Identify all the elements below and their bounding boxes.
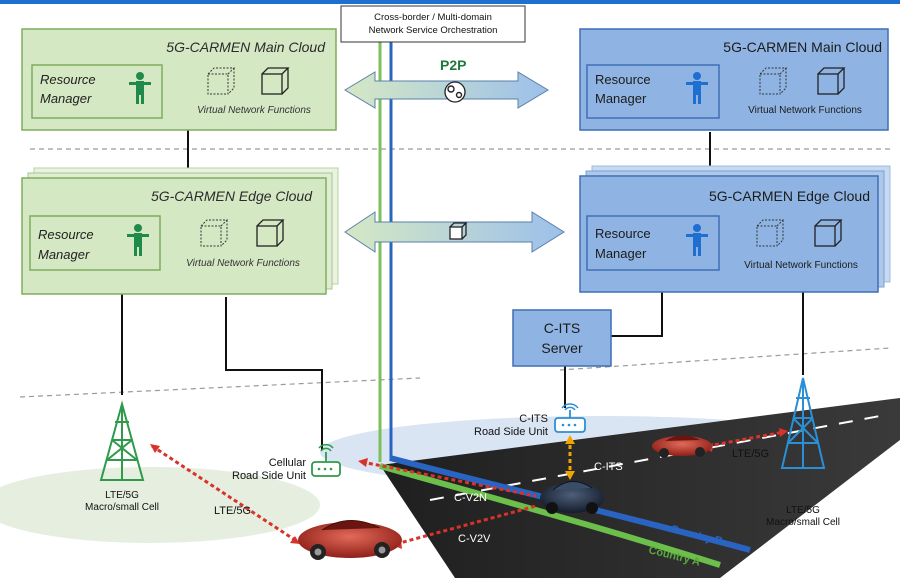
road bbox=[380, 398, 900, 578]
p2p-label: P2P bbox=[440, 57, 466, 73]
left-edge-title: 5G-CARMEN Edge Cloud bbox=[151, 188, 313, 204]
gears-icon bbox=[444, 81, 466, 103]
orchestration-box[interactable]: Cross-border / Multi-domain Network Serv… bbox=[340, 5, 526, 43]
vnf-dashed-cube-icon bbox=[200, 219, 229, 247]
cits-rsu-line1: C-ITS bbox=[519, 413, 548, 425]
rm-label-line1: Resource bbox=[595, 226, 651, 241]
vnf-cube-icon bbox=[814, 219, 843, 247]
left-cell-area bbox=[0, 467, 320, 543]
manager-person-icon bbox=[129, 72, 151, 104]
link-arrows bbox=[151, 430, 785, 546]
left-cell-tower-icon bbox=[99, 400, 145, 481]
orchestration-line2: Network Service Orchestration bbox=[369, 25, 498, 36]
right-main-vnf-label: Virtual Network Functions bbox=[748, 105, 862, 116]
rm-label-line2: Manager bbox=[595, 91, 647, 106]
arrow-heads bbox=[150, 428, 788, 549]
c-v2n-label: C-V2N bbox=[454, 492, 487, 504]
right-tower-line1: LTE/5G bbox=[786, 505, 820, 516]
cits-rsu-line2: Road Side Unit bbox=[474, 426, 548, 438]
left-edge-resource-manager[interactable]: Resource Manager bbox=[29, 215, 161, 271]
vnf-cube-icon bbox=[256, 219, 285, 247]
rm-label-line2: Manager bbox=[595, 246, 647, 261]
p2p-arrow-top bbox=[344, 71, 549, 109]
rm-label-line2: Manager bbox=[38, 247, 90, 262]
vnf-dashed-cube-icon bbox=[756, 219, 785, 247]
cellular-rsu-line2: Road Side Unit bbox=[232, 470, 306, 482]
left-main-vnf-label: Virtual Network Functions bbox=[197, 105, 311, 116]
manager-person-icon bbox=[127, 224, 149, 256]
rm-label-line1: Resource bbox=[595, 72, 651, 87]
right-edge-resource-manager[interactable]: Resource Manager bbox=[586, 215, 720, 271]
left-main-cloud[interactable]: 5G-CARMEN Main Cloud Resource Manager bbox=[21, 28, 337, 131]
right-main-resource-manager[interactable]: Resource Manager bbox=[586, 64, 720, 119]
cits-link-label: C-ITS bbox=[594, 461, 623, 473]
cits-server[interactable]: C-ITS Server bbox=[512, 309, 612, 367]
cellular-rsu-icon bbox=[311, 443, 341, 477]
manager-person-icon bbox=[686, 72, 708, 104]
red-car-left-icon bbox=[298, 519, 402, 560]
rm-label-line1: Resource bbox=[40, 72, 96, 87]
right-main-title: 5G-CARMEN Main Cloud bbox=[723, 39, 882, 55]
separator-bottom bbox=[19, 347, 891, 398]
vnf-dashed-cube-icon bbox=[207, 67, 236, 95]
left-main-title: 5G-CARMEN Main Cloud bbox=[166, 39, 326, 55]
vnf-dashed-cube-icon bbox=[759, 67, 788, 95]
cits-server-line2: Server bbox=[541, 340, 583, 356]
orange-arrow-heads bbox=[565, 435, 575, 480]
red-car-right-icon bbox=[652, 435, 712, 458]
right-edge-title: 5G-CARMEN Edge Cloud bbox=[709, 188, 870, 204]
blue-car-icon bbox=[540, 481, 604, 514]
c-v2v-label: C-V2V bbox=[458, 533, 491, 545]
orchestration-line1: Cross-border / Multi-domain bbox=[374, 12, 492, 23]
right-main-cloud[interactable]: 5G-CARMEN Main Cloud Resource Manager bbox=[579, 28, 889, 131]
lte-right-label: LTE/5G bbox=[732, 448, 769, 460]
left-tower-line2: Macro/small Cell bbox=[85, 502, 159, 513]
cube-icon bbox=[449, 222, 468, 240]
rm-label-line2: Manager bbox=[40, 91, 92, 106]
right-tower-line2: Macro/small Cell bbox=[766, 517, 840, 528]
connectors bbox=[121, 130, 804, 450]
right-edge-vnf-label: Virtual Network Functions bbox=[744, 260, 858, 271]
vnf-cube-icon bbox=[261, 67, 290, 95]
cellular-rsu-line1: Cellular bbox=[269, 457, 307, 469]
left-edge-cloud[interactable]: 5G-CARMEN Edge Cloud Resource Manager bbox=[21, 167, 339, 295]
lte-left-label: LTE/5G bbox=[214, 505, 251, 517]
left-edge-vnf-label: Virtual Network Functions bbox=[186, 258, 300, 269]
manager-person-icon bbox=[686, 224, 708, 256]
country-a-border bbox=[379, 463, 721, 568]
right-edge-cloud[interactable]: 5G-CARMEN Edge Cloud Resource Manager bbox=[579, 165, 891, 293]
cits-server-line1: C-ITS bbox=[544, 320, 581, 336]
cits-rsu-icon bbox=[554, 403, 586, 433]
rm-label-line1: Resource bbox=[38, 227, 94, 242]
top-bar bbox=[0, 0, 900, 4]
left-tower-line1: LTE/5G bbox=[105, 490, 139, 501]
p2p-arrow-mid bbox=[344, 211, 565, 253]
left-main-resource-manager[interactable]: Resource Manager bbox=[31, 64, 163, 119]
vnf-cube-icon bbox=[817, 67, 846, 95]
right-cell-tower-icon bbox=[780, 377, 826, 469]
